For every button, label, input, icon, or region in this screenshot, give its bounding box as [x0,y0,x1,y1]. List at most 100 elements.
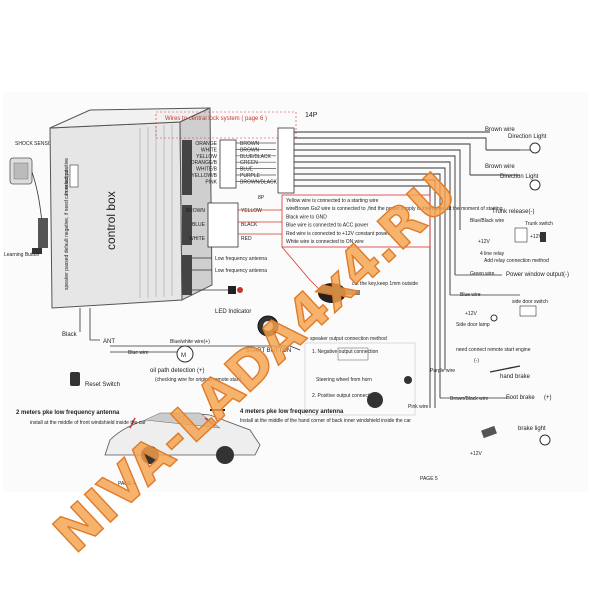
foot-brake-sign: (+) [544,395,552,401]
plug-wire-left-label: WHITE [189,236,206,242]
learning-button-label: Learning Button [4,252,40,258]
ignition-wire-labels: Yellow wire is connected to a starting w… [286,198,503,245]
learning-button: Learning Button [4,248,42,258]
connector-14p-label: 14P [305,112,318,119]
negative-connection-label: 1. Negative output connection [312,349,378,355]
lock-wire-left-label: WHITE [201,147,218,153]
reset-switch-label: Reset Switch [85,382,120,388]
brake-light-label: brake light [518,426,546,432]
direction-light-label-1: Direction Light [508,134,547,140]
front-antenna-note: install at the middle of front windshiel… [30,420,146,426]
car-illustration [104,412,261,464]
direction-light-label-2: Direction Light [500,174,539,180]
plus-12v-label-d: +12V [470,451,482,457]
lock-wire-left-label: ORANGE/B [191,160,218,166]
oil-path-detection: Blue/white wire(+) Blue wire M oil path … [110,339,301,383]
lock-wire-left-label: PINK [205,179,217,185]
central-lock-left-labels: ORANGEWHITEYELLOWORANGE/BWHITE/BYELLOW/B… [191,141,218,185]
steering-wheel-label: Steering wheel from horn [316,377,372,383]
lock-wire-left-label: YELLOW/B [191,173,217,179]
plug-wire-right-label: YELLOW [241,208,262,214]
lock-wire-right-label: BROWN [240,147,260,153]
lock-wire-left-label: ORANGE [195,141,217,147]
blue-black-wire-label: Blue/Black wire [470,218,504,224]
harness-wires [294,131,520,408]
ignition-wire-frame [281,194,431,248]
page-4-label: PAGE 4 [118,481,136,487]
ignition-wire-label: Black wire to GND [286,214,327,220]
lock-wire-right-label: GREEN [240,160,258,166]
brown-wire-label-2: Brown wire [485,164,515,170]
ignition-wire-label: Blue wire is connected to ACC power [286,223,369,229]
foot-brake: Brown/Black wire Foot brake (+) Pink wir… [408,395,552,457]
plug-wire-left-label: BROWN [186,208,206,214]
pink-wire-label: Pink wire [408,404,429,410]
led-indicator-label: LED Indicator [215,309,251,315]
shock-sensor-wire [31,171,43,223]
front-antenna-label: 2 meters pke low frequency antenna [16,410,120,416]
add-relay-label: Add relay connection method [484,258,549,264]
rear-antenna-label: 4 meters pke low frequency antenna [240,409,344,415]
plug-wire-left-label: BLUE [192,222,206,228]
shock-sensor: SHOCK SENSOR [9,141,56,185]
foot-brake-label: Foot brake [506,395,535,401]
relay-label: 4 line relay [480,251,505,257]
led-indicator: LED Indicator [192,286,251,315]
lock-wire-right-label: BROWN/BLACK [240,179,278,185]
shock-sensor-label: SHOCK SENSOR [15,141,56,147]
antenna-label: ANT [103,339,115,345]
ignition-wire-label: Yellow wire is connected to a starting w… [286,198,379,204]
brown-wire-label-1: Brown wire [485,127,515,133]
trunk-release: Trunk release(-) Blue/Black wire Trunk s… [470,209,553,264]
control-box: control box speaker passed default negat… [38,107,213,309]
central-lock-right-labels: BROWNBROWNBLUE/BLACKGREENBLUEPURPLEBROWN… [236,141,278,185]
direction-light-1: Brown wire Direction Light [485,127,547,154]
page-5-label: PAGE 5 [420,476,438,482]
black-ant-wires [79,308,100,341]
key-note: cut the key,keep 1mm outside [352,281,418,287]
power-window: Green wire Power window output(-) [455,271,569,278]
low-frequency-antenna-label-2: Low frequency antenna [215,268,267,274]
lock-wire-right-label: BLUE [240,167,254,173]
lock-wire-right-label: BLUE/BLACK [240,154,272,160]
speaker-note: speaker passed default negative, if need… [64,158,70,290]
ignition-wires: Yellow wire is connected to a starting w… [238,194,503,291]
oil-path-label: oil path detection (+) [150,368,205,374]
ignition-wire-label: wireBrown Gs2 wire is connected to ,find… [286,206,503,212]
control-box-label: control box [104,191,118,250]
plug-wire-right-label: RED [241,236,252,242]
positive-connection-label: 2. Positive output connection [312,393,376,399]
connector-14p: 14P [277,112,318,194]
blue-white-wire-label: Blue/white wire(+) [170,339,210,345]
speaker-method-title: speaker output connection method [310,336,387,342]
power-window-label: Power window output(-) [506,272,569,278]
plug-8p-label: 8P [258,195,265,201]
motor-symbol: M [181,353,186,359]
hand-brake-label: hand brake [500,374,531,380]
ignition-wire-label: Red wire is connected to +12V constant p… [286,231,390,237]
plug-8p-left-labels: BROWN BLUE WHITE [186,208,206,242]
control-box-connector-mid [182,205,192,245]
from-output-label: from output [64,169,70,195]
plus-12v-label-a: +12V [478,239,490,245]
direction-light-2: Brown wire Direction Light [485,164,541,191]
central-lock-connector: Wires to central lock system ( page 6 ) … [155,111,297,189]
blue-wire-label: Blue wire [128,350,149,356]
black-wire-label: Black [62,332,78,338]
trunk-switch-label: Trunk switch [525,221,553,227]
trunk-release-label: Trunk release(-) [492,209,534,215]
control-box-connector-top [182,140,192,195]
side-door-lamp-label: Side door lamp [456,322,490,328]
purple-wire-label: Purple wire [430,368,455,374]
side-door: Blue wire side door switch +12V Side doo… [450,292,548,328]
lock-wire-right-label: BROWN [240,141,260,147]
speaker-connection-method: speaker output connection method 1. Nega… [304,336,416,416]
rear-antenna-note: Install at the middle of the hand corner… [240,418,411,424]
start-button-label: START BUTTON [246,348,291,354]
start-button: START BUTTON [246,315,291,354]
key-fob: cut the key,keep 1mm outside [318,281,418,303]
